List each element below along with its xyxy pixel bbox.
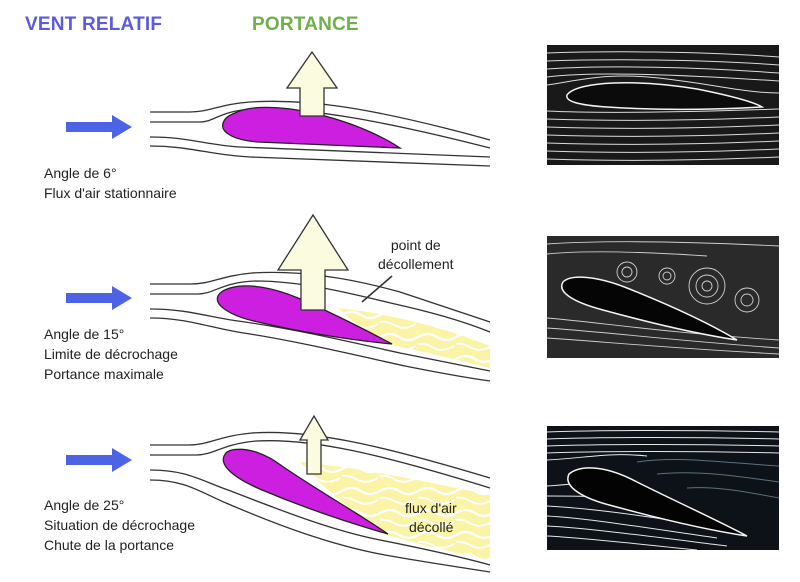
separated-flow-region: [338, 308, 490, 368]
wind-tunnel-photo-25-degrees: [547, 426, 779, 550]
airflow-line: [149, 145, 491, 167]
separation-point-annotation: point de décollement: [378, 236, 454, 274]
wind-arrow: [66, 286, 132, 310]
wind-arrow: [66, 448, 132, 472]
airflow-line: [149, 308, 491, 372]
panel-2-caption: Angle de 15° Limite de décrochage Portan…: [44, 324, 178, 384]
flow-state-label: Limite de décrochage: [44, 346, 178, 362]
airflow-line: [150, 431, 491, 479]
annotation-line: décollement: [378, 256, 454, 272]
lift-arrow: [285, 50, 339, 117]
annotation-line: flux d'air: [405, 500, 457, 516]
airflow-line: [150, 440, 491, 489]
annotation-line: point de: [390, 237, 441, 253]
angle-label: Angle de 6°: [44, 165, 117, 181]
separation-pointer-line: [361, 275, 393, 303]
annotation-line: décollé: [409, 519, 454, 535]
lift-heading: PORTANCE: [252, 14, 359, 35]
angle-label: Angle de 15°: [44, 326, 125, 342]
airfoil: [222, 448, 389, 535]
flow-state-label: Situation de décrochage: [44, 517, 195, 533]
airflow-line: [149, 479, 491, 573]
panel-2-diagram: [66, 213, 491, 382]
airflow-line: [149, 317, 491, 382]
panel-3-caption: Angle de 25° Situation de décrochage Chu…: [44, 495, 195, 555]
wind-arrow: [66, 115, 132, 139]
airflow-line: [149, 136, 491, 158]
panel-1-caption: Angle de 6° Flux d'air stationnaire: [44, 163, 177, 203]
flow-state-label: Flux d'air stationnaire: [44, 185, 177, 201]
airflow-line: [149, 469, 491, 566]
lift-arrow: [298, 414, 330, 475]
relative-wind-heading: VENT RELATIF: [25, 14, 163, 35]
lift-state-label: Chute de la portance: [44, 537, 174, 553]
lift-arrow: [276, 213, 350, 311]
angle-label: Angle de 25°: [44, 497, 125, 513]
wind-tunnel-photo-6-degrees: [547, 45, 779, 165]
panel-3-diagram: [66, 414, 491, 573]
separated-flow-annotation: flux d'air décollé: [405, 499, 457, 537]
airflow-line: [150, 100, 491, 141]
wind-tunnel-photo-15-degrees: [547, 236, 779, 358]
separated-flow-region: [300, 462, 490, 560]
panel-1-diagram: [66, 50, 491, 167]
lift-state-label: Portance maximale: [44, 366, 164, 382]
airfoil: [216, 285, 393, 345]
